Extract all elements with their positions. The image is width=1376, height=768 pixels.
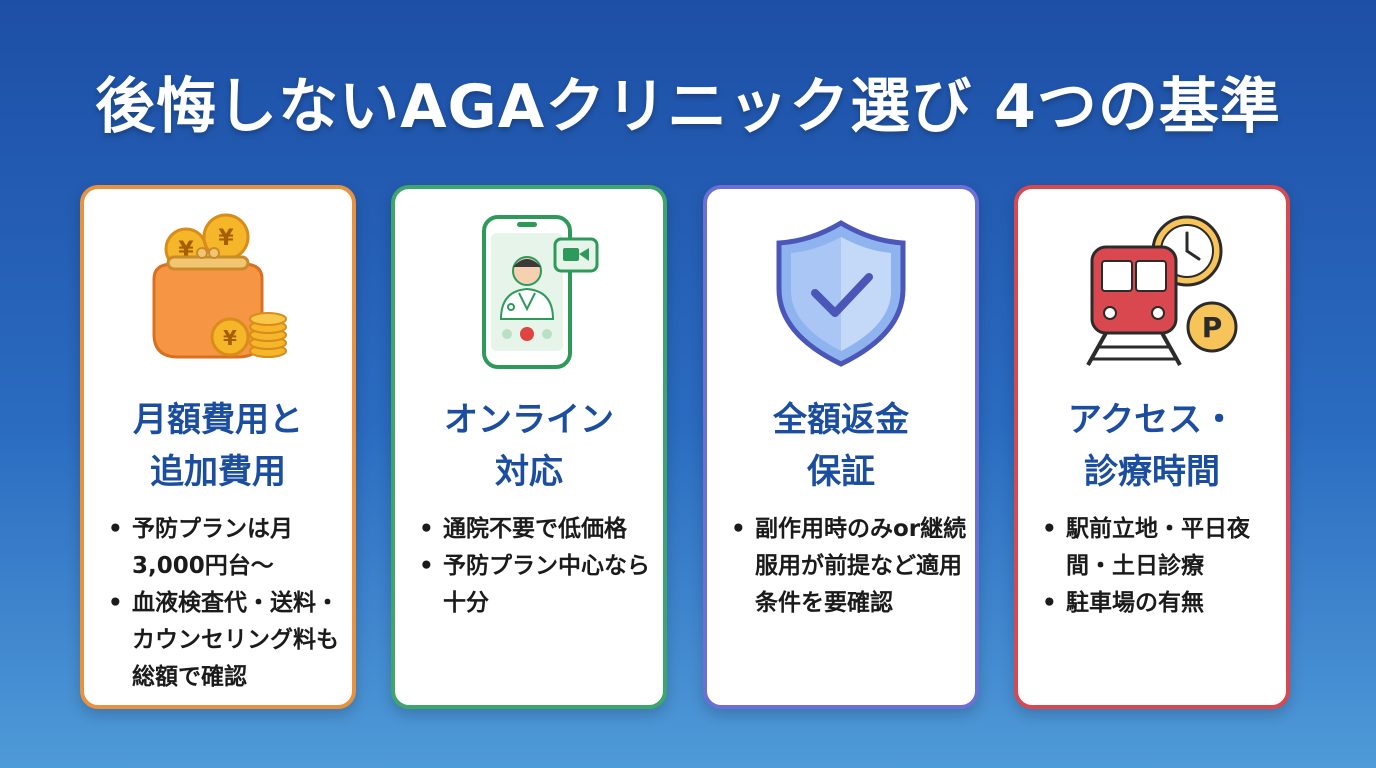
card-heading: 月額費用と 追加費用 [133, 400, 303, 492]
criteria-card-online: オンライン 対応 通院不要で低価格 予防プラン中心なら十分 [391, 185, 667, 709]
svg-text:P: P [1202, 311, 1223, 344]
list-item: 副作用時のみor継続服用が前提など適用条件を要確認 [729, 511, 967, 622]
card-heading: アクセス・ 診療時間 [1067, 400, 1237, 492]
card-bullets: 通院不要で低価格 予防プラン中心なら十分 [417, 511, 655, 622]
page-title: 後悔しないAGAクリニック選び 4つの基準 [95, 72, 1281, 142]
list-item: 予防プラン中心なら十分 [417, 548, 655, 622]
card-bullets: 副作用時のみor継続服用が前提など適用条件を要確認 [729, 511, 967, 622]
list-item: 駐車場の有無 [1040, 585, 1278, 622]
card-bullets: 駅前立地・平日夜間・土日診療 駐車場の有無 [1040, 511, 1278, 622]
list-item: 予防プランは月3,000円台〜 [106, 511, 344, 585]
list-item: 駅前立地・平日夜間・土日診療 [1040, 511, 1278, 585]
card-heading: 全額返金 保証 [773, 400, 909, 492]
card-bullets: 予防プランは月3,000円台〜 血液検査代・送料・カウンセリング料も総額で確認 [106, 511, 344, 696]
shield-check-icon [707, 209, 975, 369]
online-doctor-phone-icon [395, 209, 663, 369]
svg-text:¥: ¥ [223, 326, 237, 350]
coin-purse-icon: ¥ ¥ ¥ [84, 209, 352, 369]
criteria-card-refund: 全額返金 保証 副作用時のみor継続服用が前提など適用条件を要確認 [703, 185, 979, 709]
criteria-card-access: P アクセス・ 診療時間 駅前立地・平日夜間・土日診療 駐車場の有無 [1014, 185, 1290, 709]
criteria-card-cost: ¥ ¥ ¥ 月額費用と 追加費用 予防プランは月3,000円台〜 血液検査代・送… [80, 185, 356, 709]
train-clock-parking-icon: P [1018, 209, 1286, 369]
svg-text:¥: ¥ [218, 226, 234, 251]
list-item: 通院不要で低価格 [417, 511, 655, 548]
card-heading: オンライン 対応 [444, 400, 614, 492]
list-item: 血液検査代・送料・カウンセリング料も総額で確認 [106, 585, 344, 696]
